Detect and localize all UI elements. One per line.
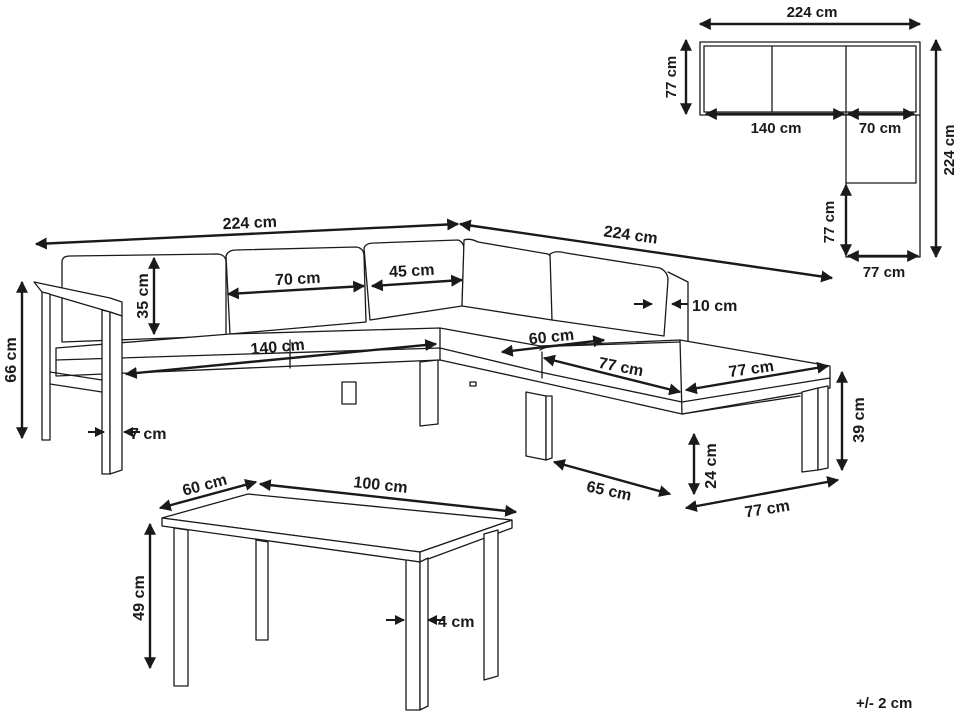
dim-table-depth <box>158 479 258 511</box>
label-arm-width: 7 cm <box>130 426 166 443</box>
label-top-width: 224 cm <box>787 4 838 21</box>
seat-base <box>55 327 831 415</box>
label-top-seat-long: 140 cm <box>751 120 802 137</box>
label-seat-height: 39 cm <box>851 397 868 442</box>
label-sofa-length-right: 224 cm <box>603 223 659 247</box>
label-top-depth: 77 cm <box>663 56 680 99</box>
label-seat-60: 60 cm <box>528 327 575 349</box>
tolerance-note: +/- 2 cm <box>856 695 912 712</box>
dim-seat-140 <box>124 339 438 379</box>
label-table-length: 100 cm <box>353 474 409 497</box>
label-back-cushion-45: 45 cm <box>389 262 435 281</box>
label-sofa-length-left: 224 cm <box>222 214 277 234</box>
label-back-cushion-70: 70 cm <box>275 270 321 289</box>
label-top-seat-short: 70 cm <box>859 120 902 137</box>
label-top-chaise-width: 77 cm <box>863 264 906 281</box>
dim-sofa-length-right <box>458 219 834 283</box>
label-table-height: 49 cm <box>131 575 148 620</box>
label-chaise-77-b: 77 cm <box>728 358 775 381</box>
dim-chaise-77-a <box>542 354 682 396</box>
label-total-height: 66 cm <box>3 337 20 382</box>
label-leg-height: 24 cm <box>703 443 720 488</box>
dim-chaise-77-b <box>684 361 830 395</box>
dim-front-width <box>684 476 840 512</box>
label-top-chaise-depth: 77 cm <box>821 201 838 244</box>
dim-seat-60 <box>500 335 606 357</box>
coffee-table-drawing <box>161 493 513 711</box>
label-front-width: 77 cm <box>744 498 791 522</box>
label-top-right-length: 224 cm <box>941 125 958 176</box>
back-cushion-4 <box>461 238 555 321</box>
dim-back-cushion-70 <box>226 280 366 300</box>
dim-back-cushion-45 <box>370 274 464 292</box>
label-table-leg: 4 cm <box>438 614 474 631</box>
dim-sofa-length-left <box>34 218 460 250</box>
label-back-height: 35 cm <box>135 273 152 318</box>
label-seat-140: 140 cm <box>250 337 306 359</box>
table-leg-back-right <box>483 529 499 681</box>
dim-table-length <box>258 479 518 517</box>
back-cushion-5 <box>549 251 669 337</box>
table-leg-back-left <box>255 539 269 641</box>
table-leg-front-right <box>405 559 421 711</box>
label-back-thickness: 10 cm <box>692 298 737 315</box>
table-leg-front-left <box>173 527 189 687</box>
dim-leg-span <box>552 459 672 497</box>
top-view-plan <box>699 41 921 258</box>
